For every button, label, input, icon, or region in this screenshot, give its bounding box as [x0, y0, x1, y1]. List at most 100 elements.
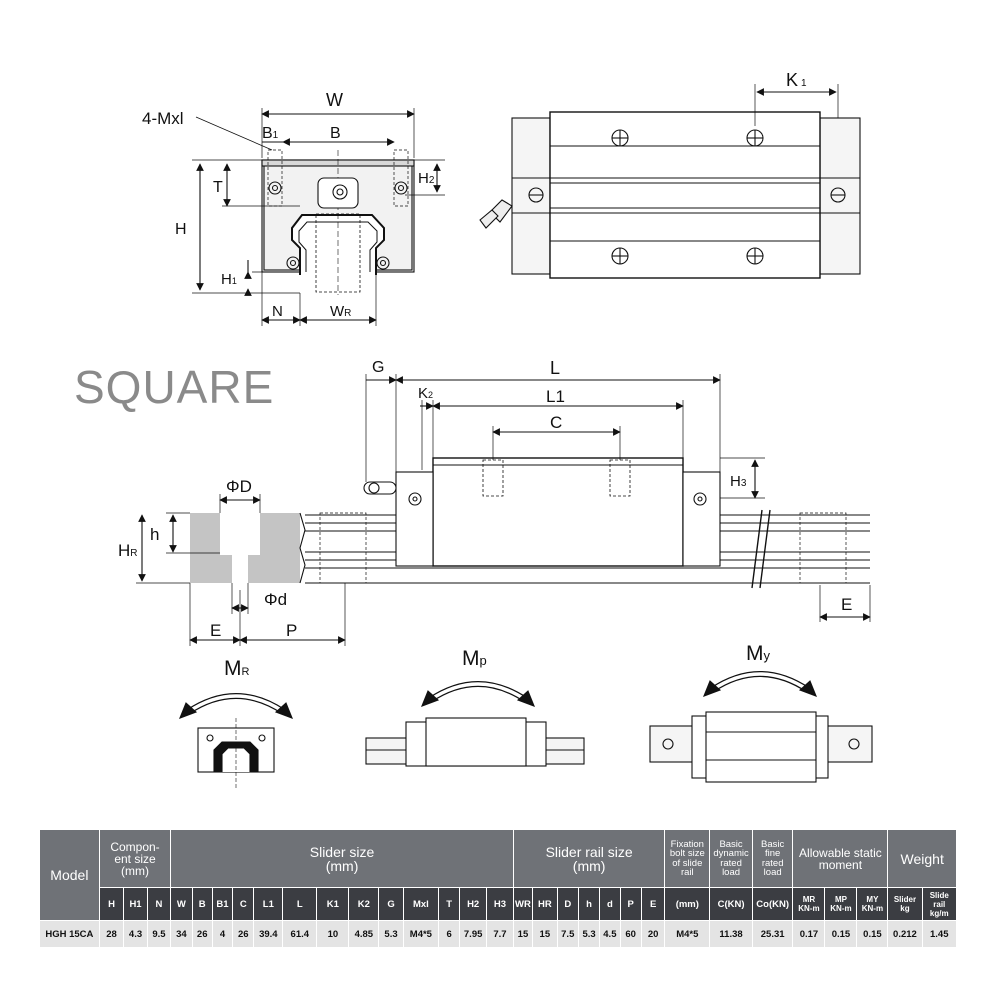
header-fixation: Fixation bolt size of slide rail	[664, 829, 711, 888]
subheader-cell: T	[437, 887, 461, 921]
value-cell: 5.3	[577, 920, 601, 948]
subheader-cell: C(KN)	[709, 887, 753, 921]
subheader-cell: H3	[485, 887, 514, 921]
subheader-cell: H1	[123, 887, 148, 921]
label-H1: H1	[221, 271, 237, 288]
value-cell: M4*5	[402, 920, 439, 948]
subheader-cell: H2	[459, 887, 487, 921]
label-L1: L1	[546, 387, 565, 406]
label-W: W	[326, 90, 343, 110]
value-cell: 15	[512, 920, 534, 948]
label-H: H	[175, 221, 187, 238]
value-cell: 0.15	[856, 920, 889, 948]
subheader-cell: Mxl	[402, 887, 439, 921]
label-T: T	[213, 179, 223, 196]
bolt-holes	[528, 129, 846, 265]
subheader-cell: N	[146, 887, 172, 921]
value-cell: 60	[619, 920, 642, 948]
subheader-cell: D	[556, 887, 579, 921]
value-cell: 4.5	[599, 920, 621, 948]
label-B: B	[330, 125, 341, 142]
value-cell: 1.45	[921, 920, 958, 948]
header-moment: Allowable static moment	[792, 829, 889, 888]
label-phid: Φd	[264, 590, 287, 609]
value-cell: 20	[640, 920, 666, 948]
subheader-cell: B1	[211, 887, 234, 921]
label-phiD: ΦD	[226, 477, 252, 496]
label-H3: H3	[730, 473, 747, 490]
value-cell: 10	[316, 920, 350, 948]
label-K2: K2	[418, 385, 433, 402]
value-cell: 0.212	[887, 920, 923, 948]
subheader-cell: MR KN-m	[792, 887, 826, 921]
header-model: Model	[39, 829, 100, 921]
value-cell: 9.5	[146, 920, 172, 948]
value-cell: 4.85	[348, 920, 380, 948]
subheader-cell: MY KN-m	[856, 887, 889, 921]
value-cell: 39.4	[253, 920, 284, 948]
label-G: G	[372, 359, 384, 376]
header-component-size: Compon- ent size (mm)	[98, 829, 172, 888]
label-HR: HR	[118, 541, 138, 560]
value-cell: 26	[232, 920, 255, 948]
label-E-left: E	[210, 621, 221, 640]
value-cell: 26	[191, 920, 213, 948]
subheader-cell: d	[599, 887, 621, 921]
label-WR: WR	[330, 303, 351, 320]
value-cell: 25.31	[751, 920, 794, 948]
value-cell: 4	[211, 920, 234, 948]
value-cell: 6	[437, 920, 461, 948]
subheader-cell: L	[282, 887, 318, 921]
side-view	[136, 374, 871, 646]
header-static-load: Basic fine rated load	[751, 829, 794, 888]
value-cell: 34	[170, 920, 193, 948]
subheader-cell: K2	[348, 887, 380, 921]
subheader-cell: HR	[532, 887, 558, 921]
value-cell: 11.38	[709, 920, 753, 948]
value-cell: 5.3	[378, 920, 404, 948]
label-E-right: E	[841, 595, 852, 614]
subheader-cell: B	[191, 887, 213, 921]
subheader-cell: H	[98, 887, 125, 921]
header-weight: Weight	[887, 829, 957, 888]
value-cell: 7.5	[556, 920, 579, 948]
front-view	[192, 108, 445, 326]
subheader-cell: Co(KN)	[751, 887, 794, 921]
spec-table: Model Compon- ent size (mm) Slider size …	[39, 829, 958, 948]
top-view	[479, 84, 861, 279]
label-My: My	[746, 642, 771, 665]
subheader-cell: Slider kg	[887, 887, 923, 921]
subheader-cell: K1	[316, 887, 350, 921]
moment-diagrams	[179, 671, 873, 790]
value-cell: 15	[532, 920, 558, 948]
label-H2: H2	[418, 170, 435, 187]
profile-type-label: SQUARE	[74, 361, 275, 413]
label-C: C	[550, 413, 562, 432]
label-B1: B1	[262, 125, 279, 142]
subheader-cell: MP KN-m	[824, 887, 858, 921]
value-cell: M4*5	[664, 920, 711, 948]
value-cell: 61.4	[282, 920, 318, 948]
model-cell: HGH 15CA	[39, 920, 100, 948]
value-cell: 4.3	[123, 920, 148, 948]
value-cell: 7.7	[485, 920, 514, 948]
subheader-cell: Slide rail kg/m	[921, 887, 958, 921]
subheader-cell: L1	[253, 887, 284, 921]
value-cell: 0.17	[792, 920, 826, 948]
label-L: L	[550, 358, 560, 378]
label-Mp: Mp	[462, 647, 487, 670]
label-N: N	[272, 303, 283, 320]
subheader-cell: P	[619, 887, 642, 921]
value-cell: 7.95	[459, 920, 487, 948]
header-rail-size: Slider rail size (mm)	[512, 829, 666, 888]
subheader-cell: (mm)	[664, 887, 711, 921]
subheader-cell: WR	[512, 887, 534, 921]
value-cell: 28	[98, 920, 125, 948]
label-MR: MR	[224, 657, 250, 680]
subheader-cell: G	[378, 887, 404, 921]
header-slider-size: Slider size (mm)	[170, 829, 514, 888]
subheader-cell: h	[577, 887, 601, 921]
